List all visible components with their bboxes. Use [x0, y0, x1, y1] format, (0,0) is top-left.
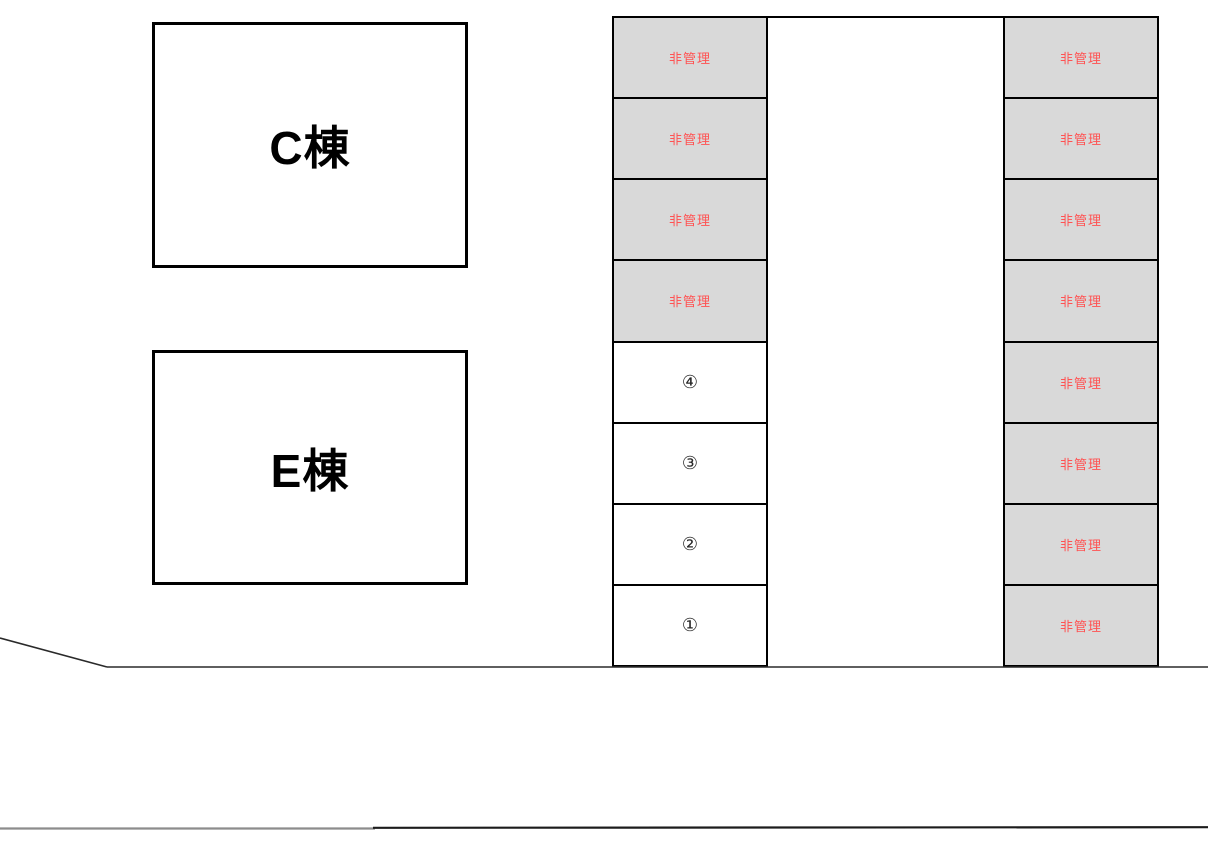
parking-cell-spot-1[interactable]: ① — [614, 585, 766, 665]
parking-cell-label: 非管理 — [1059, 618, 1102, 634]
parking-cell-label: 非管理 — [668, 51, 711, 67]
parking-cell-label: 非管理 — [668, 213, 711, 229]
parking-cell-left-2[interactable]: 非管理 — [614, 99, 766, 181]
parking-column-left: 非管理 非管理 非管理 非管理 ④ ③ ② ① — [612, 16, 768, 667]
parking-cell-right-1[interactable]: 非管理 — [1005, 18, 1157, 100]
curb-diagonal-line — [0, 637, 108, 668]
parking-cell-spot-3[interactable]: ③ — [614, 423, 766, 505]
parking-cell-left-3[interactable]: 非管理 — [614, 180, 766, 262]
parking-cell-spot-4[interactable]: ④ — [614, 342, 766, 424]
parking-cell-right-2[interactable]: 非管理 — [1005, 99, 1157, 181]
parking-cell-label: 非管理 — [668, 294, 711, 310]
parking-cell-label: ① — [681, 614, 699, 635]
parking-cell-right-8[interactable]: 非管理 — [1005, 585, 1157, 665]
building-c-box: C棟 — [152, 22, 468, 268]
parking-cell-label: 非管理 — [1059, 51, 1102, 67]
parking-cell-label: 非管理 — [1059, 132, 1102, 148]
parking-cell-label: ④ — [681, 371, 699, 392]
parking-cell-right-5[interactable]: 非管理 — [1005, 342, 1157, 424]
parking-cell-left-1[interactable]: 非管理 — [614, 18, 766, 100]
parking-cell-spot-2[interactable]: ② — [614, 504, 766, 586]
parking-cell-right-7[interactable]: 非管理 — [1005, 504, 1157, 586]
center-driveway — [766, 16, 1005, 667]
parking-column-right: 非管理 非管理 非管理 非管理 非管理 非管理 非管理 非管理 — [1003, 16, 1159, 667]
road-edge-line-right — [372, 826, 1208, 829]
parking-cell-left-4[interactable]: 非管理 — [614, 261, 766, 343]
building-e-box: E棟 — [152, 350, 468, 585]
parking-cell-right-3[interactable]: 非管理 — [1005, 180, 1157, 262]
building-e-label: E棟 — [270, 444, 350, 497]
parking-cell-label: 非管理 — [1059, 213, 1102, 229]
parking-cell-right-6[interactable]: 非管理 — [1005, 423, 1157, 505]
parking-cell-label: 非管理 — [1059, 537, 1102, 553]
parking-cell-label: ③ — [681, 452, 699, 473]
parking-cell-right-4[interactable]: 非管理 — [1005, 261, 1157, 343]
parking-cell-label: ② — [681, 533, 699, 554]
parking-cell-label: 非管理 — [1059, 294, 1102, 310]
parking-cell-label: 非管理 — [1059, 456, 1102, 472]
parking-cell-label: 非管理 — [668, 132, 711, 148]
building-c-label: C棟 — [269, 122, 351, 174]
parking-cell-label: 非管理 — [1059, 375, 1102, 391]
